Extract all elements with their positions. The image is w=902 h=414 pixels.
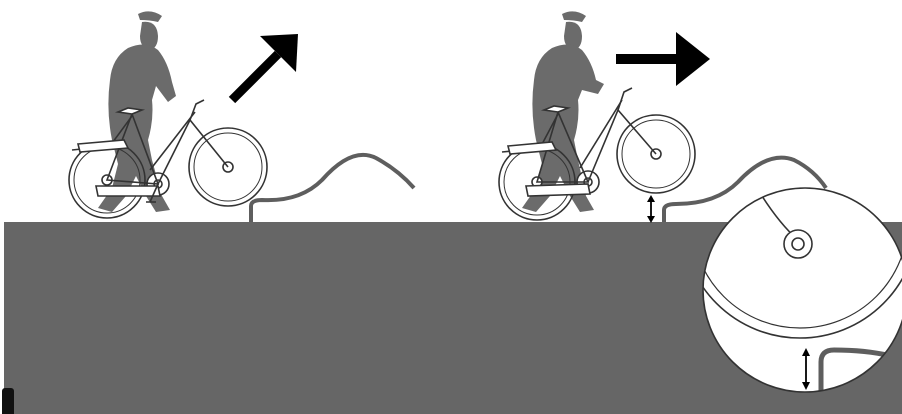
magnifier-lens [702,187,902,393]
cable-left [249,152,416,222]
cable-right [662,155,828,222]
front-wheel [616,114,696,194]
bicycle-right [498,87,696,221]
panel-right [498,11,828,223]
person-silhouette-right [522,11,604,212]
corner-marker [2,388,14,414]
panel-left [68,11,416,222]
double-arrow-vertical-icon [802,348,810,390]
arrow-up-right-icon [228,34,298,104]
front-wheel [188,127,268,207]
bicycle-left [68,99,268,219]
arrow-right-icon [616,32,710,86]
double-arrow-vertical-icon [647,195,655,223]
